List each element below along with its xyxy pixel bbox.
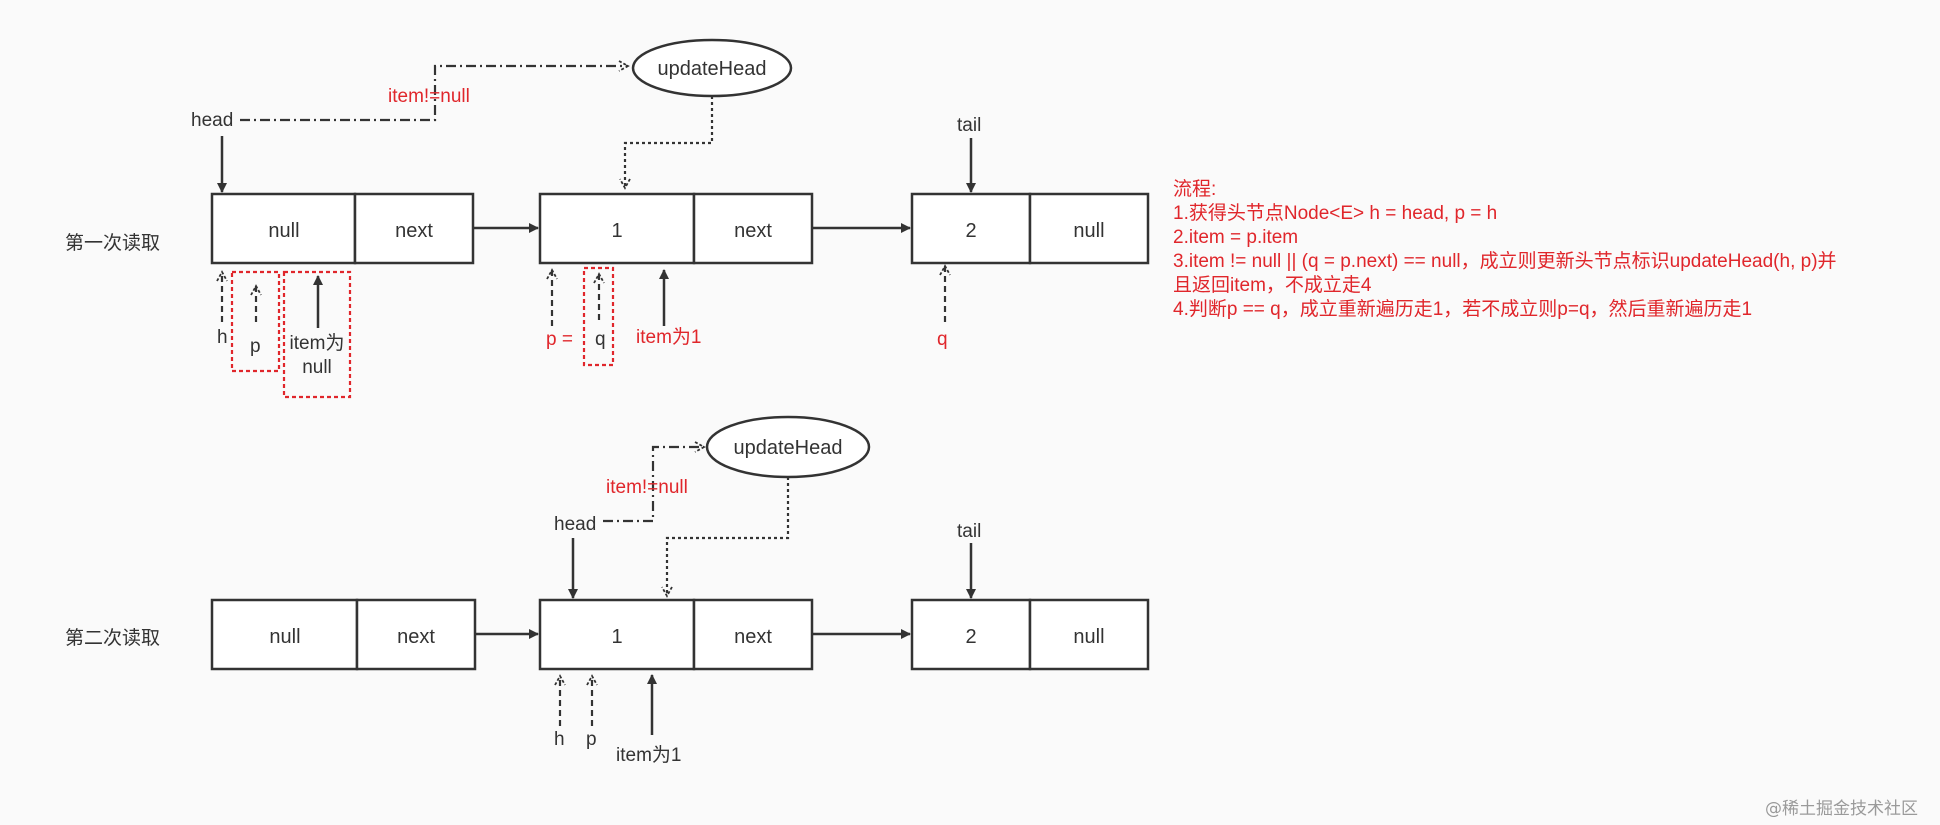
- row1-condition-label: item!=null: [388, 86, 470, 107]
- row1-update-path: [240, 66, 628, 122]
- row1-node-1-item: null: [268, 220, 299, 242]
- row1-p-eq-label: p =: [546, 329, 573, 350]
- row1-item-null-bottom: null: [302, 357, 332, 378]
- row1-node-3: 2 null: [910, 192, 1150, 265]
- section-label-first: 第一次读取: [65, 232, 160, 254]
- row2-update-head-label: updateHead: [734, 437, 843, 459]
- row2-update-head-link: [667, 477, 790, 596]
- row2-node-3-next: null: [1073, 626, 1104, 648]
- row1-node-1: null next: [210, 192, 475, 265]
- flow-line-2: 2.item = p.item: [1173, 227, 1299, 248]
- row1-node-1-next: next: [395, 220, 433, 242]
- flow-line-1: 1.获得头节点Node<E> h = head, p = h: [1173, 203, 1498, 224]
- flow-line-3: 3.item != null || (q = p.next) == null，成…: [1173, 251, 1837, 272]
- row2-node-2-item: 1: [611, 626, 622, 648]
- row1-head-label: head: [191, 110, 233, 131]
- row1-q-label: q: [595, 329, 606, 350]
- row2-item-1-label: item为1: [616, 744, 681, 766]
- row2-node-1: null next: [210, 598, 477, 671]
- row2-node-1-item: null: [269, 626, 300, 648]
- row2-update-path: [603, 447, 704, 523]
- row1-update-head-label: updateHead: [658, 58, 767, 80]
- row2-node-3: 2 null: [910, 598, 1150, 671]
- row1-item-highlight: [282, 270, 352, 399]
- flow-title: 流程:: [1173, 179, 1217, 200]
- row2-p-label: p: [586, 729, 597, 750]
- row2-node-1-next: next: [397, 626, 435, 648]
- row1-node-3-item: 2: [965, 220, 976, 242]
- row1-node-2-item: 1: [611, 220, 622, 242]
- row1-node-2: 1 next: [538, 192, 814, 265]
- row1-tail-label: tail: [957, 115, 981, 136]
- row2-node-2: 1 next: [538, 598, 814, 671]
- row2-h-label: h: [554, 729, 565, 750]
- row1-item-null-top: item为: [290, 332, 345, 354]
- flow-line-4: 且返回item，不成立走4: [1173, 275, 1372, 296]
- flow-description: 流程: 1.获得头节点Node<E> h = head, p = h 2.ite…: [1173, 178, 1933, 322]
- row2-node-3-item: 2: [965, 626, 976, 648]
- row1-item-1-label: item为1: [636, 326, 701, 348]
- row1-node-3-next: null: [1073, 220, 1104, 242]
- row2-head-label: head: [554, 514, 596, 535]
- row2-tail-label: tail: [957, 521, 981, 542]
- watermark: @稀土掘金技术社区: [1765, 799, 1918, 819]
- row1-update-head-link: [625, 96, 714, 188]
- row2-node-2-next: next: [734, 626, 772, 648]
- row1-h-label: h: [217, 327, 228, 348]
- row2-condition-label: item!=null: [606, 477, 688, 498]
- section-label-second: 第二次读取: [65, 627, 160, 649]
- row1-q2-label: q: [937, 329, 948, 350]
- row1-node-2-next: next: [734, 220, 772, 242]
- row1-p-highlight: [230, 270, 281, 373]
- row1-p-label: p: [250, 336, 261, 357]
- flow-line-5: 4.判断p == q，成立重新遍历走1，若不成立则p=q，然后重新遍历走1: [1173, 299, 1753, 320]
